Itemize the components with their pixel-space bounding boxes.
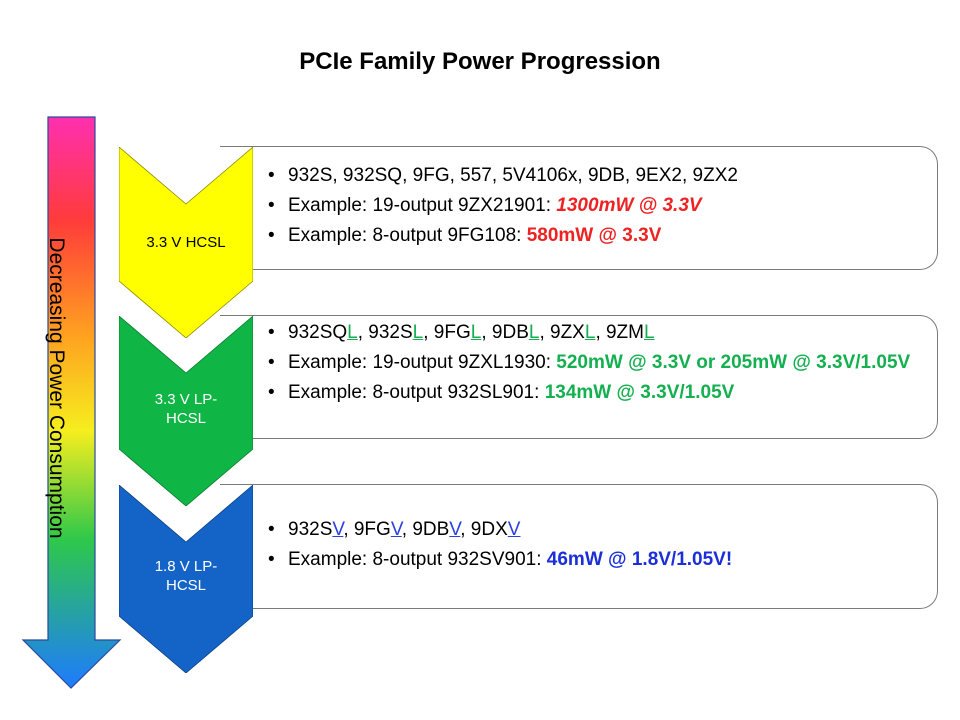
bullet-text: Example: 8-output 9FG108: [288, 225, 527, 246]
bullet-text: V [507, 519, 521, 540]
bullet-text: L [644, 322, 655, 343]
bullet-text: Example: 8-output 932SL901: [288, 382, 545, 403]
bullet-text: 520mW @ 3.3V or 205mW @ 3.3V/1.05V [556, 352, 911, 373]
bullet-item: Example: 8-output 9FG108: 580mW @ 3.3V [220, 225, 937, 247]
bullet-text: L [412, 322, 424, 343]
bullet-text: Example: 19-output 9ZXL1930: [288, 352, 557, 373]
bullet-text: , 9DB [481, 322, 529, 343]
bullet-text: Example: 19-output 9ZX21901: [288, 195, 557, 216]
slide-title: PCIe Family Power Progression [299, 48, 661, 75]
row-box-1v8-lp-hcsl: 932SV, 9FGV, 9DBV, 9DXVExample: 8-output… [220, 484, 938, 609]
chevron-label: 1.8 V LP- HCSL [154, 558, 218, 594]
arrow-label: Decreasing Power Consumption [45, 237, 68, 539]
arrow-shape [21, 116, 122, 689]
bullet-text: , 9FG [343, 519, 391, 540]
chevron-label: 3.3 V HCSL [146, 234, 226, 251]
bullet-text: , 9DB [401, 519, 450, 540]
bullet-item: 932SQL, 932SL, 9FGL, 9DBL, 9ZXL, 9ZML [220, 322, 937, 344]
row-box-3v3-lp-hcsl: 932SQL, 932SL, 9FGL, 9DBL, 9ZXL, 9ZMLExa… [220, 315, 938, 439]
row-bullets: 932S, 932SQ, 9FG, 557, 5V4106x, 9DB, 9EX… [220, 147, 937, 247]
bullet-text: 932S, 932SQ, 9FG, 557, 5V4106x, 9DB, 9EX… [288, 165, 738, 186]
row-bullets: 932SQL, 932SL, 9FGL, 9DBL, 9ZXL, 9ZMLExa… [220, 316, 937, 404]
chevron-3v3-hcsl: 3.3 V HCSL [119, 147, 253, 338]
bullet-text: , 9FG [423, 322, 471, 343]
bullet-text: V [332, 519, 344, 540]
bullet-text: 932S [288, 519, 333, 540]
bullet-text: 580mW @ 3.3V [526, 225, 662, 246]
bullet-item: Example: 19-output 9ZX21901: 1300mW @ 3.… [220, 195, 937, 217]
bullet-item: 932SV, 9FGV, 9DBV, 9DXV [220, 519, 937, 541]
bullet-text: V [449, 519, 461, 540]
chevron-3v3-lp-hcsl: 3.3 V LP- HCSL [119, 316, 253, 506]
bullet-text: L [584, 322, 596, 343]
chevron-label: 3.3 V LP- HCSL [154, 391, 218, 427]
bullet-text: 1300mW @ 3.3V [556, 195, 702, 216]
bullet-text: L [347, 322, 358, 343]
bullet-item: Example: 19-output 9ZXL1930: 520mW @ 3.3… [220, 352, 937, 374]
bullet-text: , 9DX [460, 519, 508, 540]
bullet-text: 46mW @ 1.8V/1.05V! [546, 549, 733, 570]
row-bullets: 932SV, 9FGV, 9DBV, 9DXVExample: 8-output… [220, 485, 937, 571]
bullet-text: Example: 8-output 932SV901: [288, 549, 547, 570]
bullet-text: , 9ZM [595, 322, 644, 343]
bullet-text: , 932S [357, 322, 413, 343]
bullet-item: 932S, 932SQ, 9FG, 557, 5V4106x, 9DB, 9EX… [220, 165, 937, 187]
bullet-text: L [470, 322, 482, 343]
bullet-text: 932SQ [288, 322, 348, 343]
bullet-text: , 9ZX [539, 322, 585, 343]
bullet-item: Example: 8-output 932SL901: 134mW @ 3.3V… [220, 382, 937, 404]
bullet-text: L [528, 322, 540, 343]
bullet-text: 134mW @ 3.3V/1.05V [544, 382, 735, 403]
chevron-1v8-lp-hcsl: 1.8 V LP- HCSL [119, 485, 253, 673]
bullet-item: Example: 8-output 932SV901: 46mW @ 1.8V/… [220, 549, 937, 571]
row-box-3v3-hcsl: 932S, 932SQ, 9FG, 557, 5V4106x, 9DB, 9EX… [220, 146, 938, 270]
bullet-text: V [390, 519, 402, 540]
